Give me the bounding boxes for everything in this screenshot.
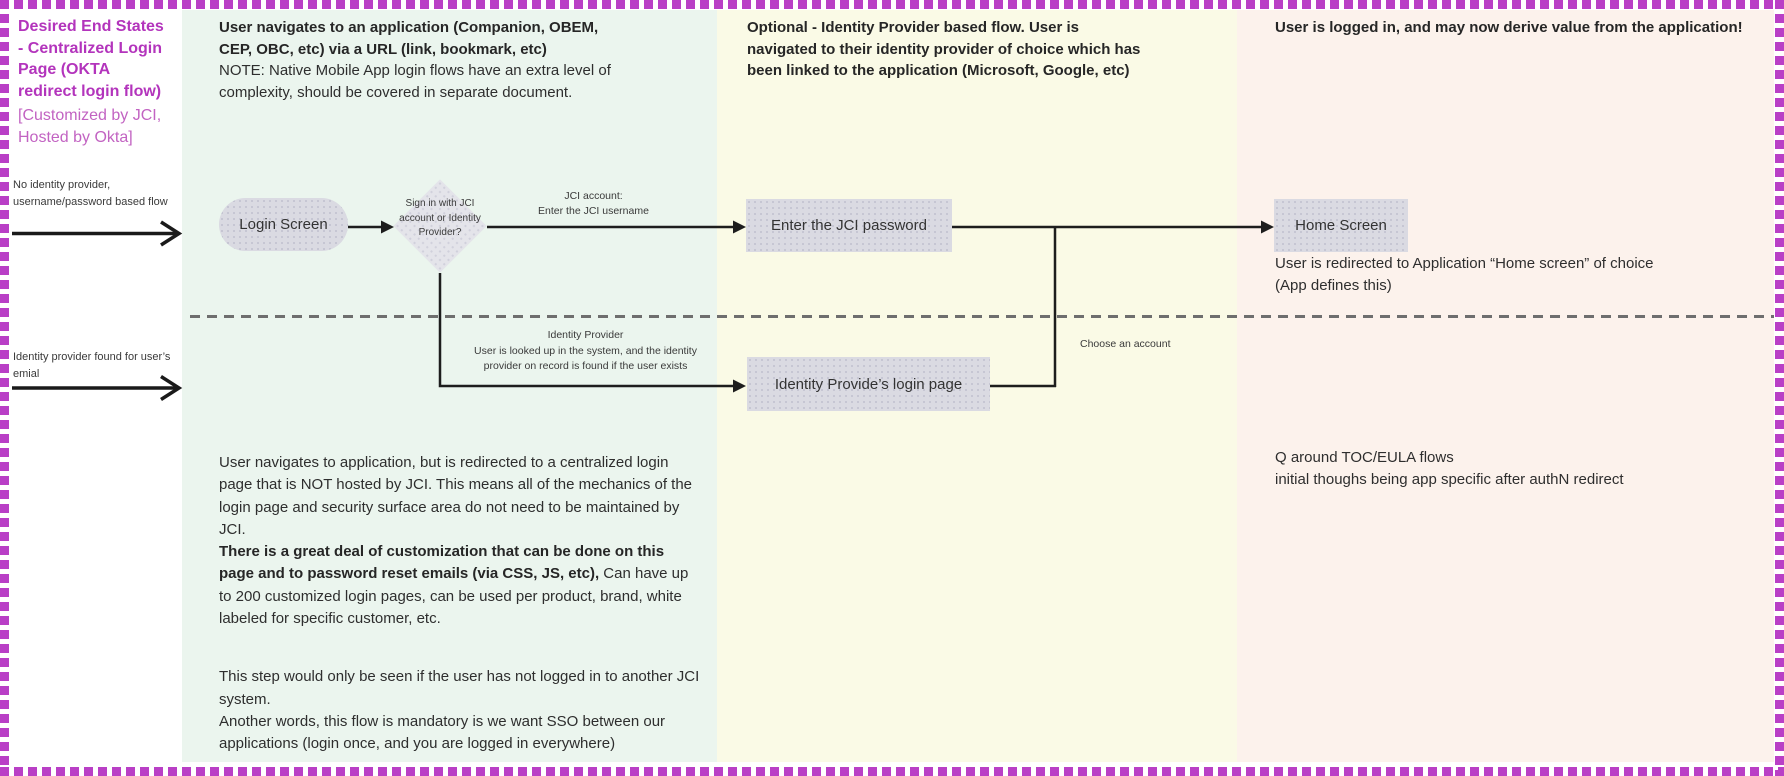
mint-header-text: User navigates to an application (Compan… bbox=[219, 19, 599, 58]
edge-label-identity-lookup-title: Identity Provider bbox=[547, 329, 624, 341]
mint-body-text: User navigates to application, but is re… bbox=[219, 452, 701, 756]
mint-header-note: NOTE: Native Mobile App login flows have… bbox=[219, 62, 611, 101]
node-home-screen-label: Home Screen bbox=[1295, 217, 1387, 234]
edge-label-jci-line2: Enter the JCI username bbox=[538, 205, 649, 217]
mint-body-paragraph-2-bold: There is a great deal of customization t… bbox=[219, 543, 665, 583]
toc-eula-note-line1: Q around TOC/EULA flows bbox=[1275, 449, 1454, 466]
frame-border-top bbox=[0, 0, 1784, 9]
diagram-title-text: Desired End States - Centralized Login P… bbox=[18, 18, 164, 100]
toc-eula-note: Q around TOC/EULA flows initial thoughs … bbox=[1275, 447, 1775, 491]
mint-body-paragraph-4: Another words, this flow is mandatory is… bbox=[219, 712, 666, 753]
lane-logged-in bbox=[1237, 10, 1774, 762]
yellow-lane-header: Optional - Identity Provider based flow.… bbox=[747, 19, 1141, 79]
mint-body-paragraph-1: User navigates to application, but is re… bbox=[219, 454, 693, 538]
edge-label-jci-account: JCI account: Enter the JCI username bbox=[511, 189, 676, 219]
edge-label-identity-lookup-desc: User is looked up in the system, and the… bbox=[474, 344, 697, 373]
node-enter-jci-password[interactable]: Enter the JCI password bbox=[746, 199, 952, 252]
edge-label-identity-lookup: Identity Provider User is looked up in t… bbox=[458, 328, 713, 375]
edge-label-jci-line1: JCI account: bbox=[564, 190, 623, 202]
flow-label-idp-found: Identity provider found for user’s emial bbox=[13, 351, 171, 380]
frame-border-bottom bbox=[0, 767, 1784, 776]
pink-lane-header: User is logged in, and may now derive va… bbox=[1275, 19, 1743, 36]
node-login-screen-label: Login Screen bbox=[239, 216, 328, 233]
mint-body-paragraph-2: There is a great deal of customization t… bbox=[219, 541, 701, 630]
node-enter-jci-password-label: Enter the JCI password bbox=[771, 217, 927, 234]
node-identity-provider-login[interactable]: Identity Provide’s login page bbox=[747, 357, 990, 411]
mint-body-paragraph-2-rest: Can have up to 200 customized login page… bbox=[219, 565, 689, 628]
decision-diamond-label: Sign in with JCI account or Identity Pro… bbox=[399, 198, 481, 238]
edge-label-choose-account: Choose an account bbox=[1080, 338, 1171, 350]
node-login-screen[interactable]: Login Screen bbox=[219, 198, 348, 251]
home-screen-note: User is redirected to Application “Home … bbox=[1275, 255, 1654, 294]
frame-border-left bbox=[0, 0, 9, 776]
frame-border-right bbox=[1775, 0, 1784, 776]
node-home-screen[interactable]: Home Screen bbox=[1274, 199, 1408, 252]
flow-label-no-idp: No identity provider, username/password … bbox=[13, 179, 168, 208]
node-identity-provider-login-label: Identity Provide’s login page bbox=[774, 375, 963, 393]
toc-eula-note-line2: initial thoughs being app specific after… bbox=[1275, 471, 1624, 488]
swimlane-divider bbox=[190, 315, 1774, 318]
mint-lane-header: User navigates to an application (Compan… bbox=[219, 17, 621, 103]
mint-body-paragraph-3: This step would only be seen if the user… bbox=[219, 668, 700, 708]
diagram-title: Desired End States - Centralized Login P… bbox=[18, 16, 170, 148]
diagram-subtitle: [Customized by JCI, Hosted by Okta] bbox=[18, 107, 162, 146]
